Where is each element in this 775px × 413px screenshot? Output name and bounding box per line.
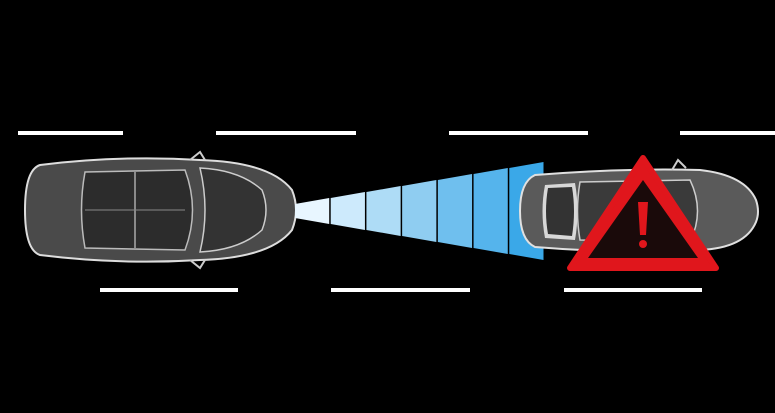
lane-dash [449,131,588,135]
lane-dash [564,288,702,292]
sensor-beam-segment [473,168,508,254]
sensor-beam-segment [330,192,365,230]
ego-car-icon [23,150,297,270]
sensor-beam-segment [402,180,437,242]
lane-dash [216,131,356,135]
sensor-beam-segment [366,186,401,236]
warning-triangle-icon [567,155,719,271]
sensor-beam-segment [437,174,473,248]
lane-dash [331,288,470,292]
lane-dash [680,131,775,135]
exclamation-mark-icon [638,202,648,235]
lane-markings [18,131,775,292]
exclamation-dot [639,240,647,248]
lane-dash [100,288,238,292]
lane-dash [18,131,123,135]
sensor-beam-segment [295,198,330,224]
